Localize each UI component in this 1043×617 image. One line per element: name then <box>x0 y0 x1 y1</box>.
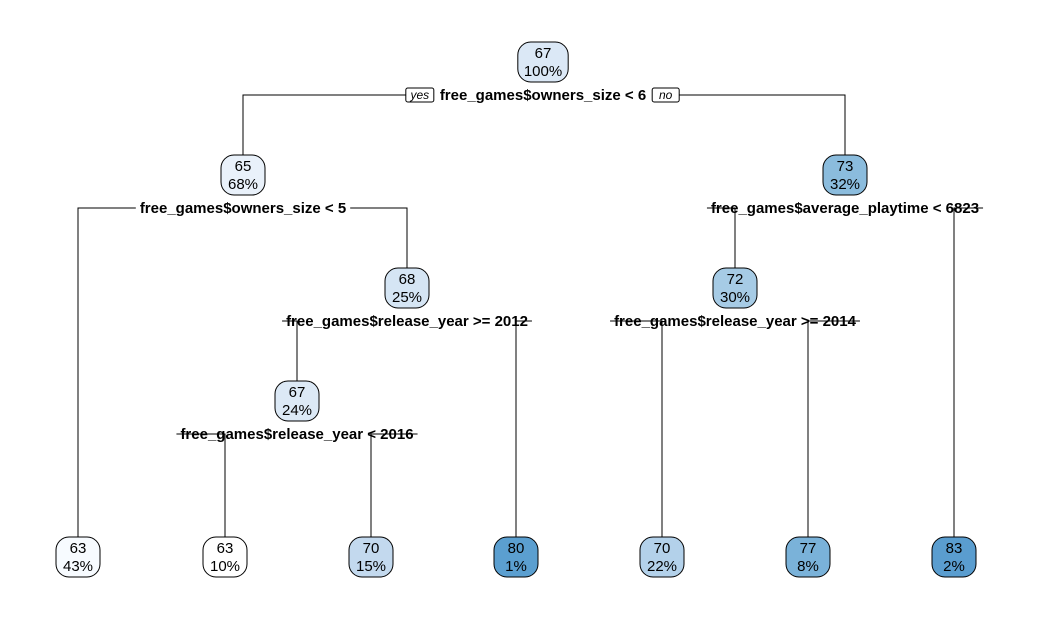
edge-n3-right <box>953 207 984 537</box>
node-box <box>220 154 266 196</box>
node-percent: 2% <box>943 558 965 575</box>
edge-n10-right <box>370 433 418 537</box>
node-box <box>712 267 758 309</box>
node-percent: 68% <box>228 176 258 193</box>
split-labels: yes no free_games$owners_size < 6 free_game… <box>140 87 979 443</box>
edge-n5-left <box>282 320 298 381</box>
edge-n5-right <box>515 320 532 537</box>
node-box <box>202 536 248 578</box>
node-box <box>384 267 430 309</box>
node-box <box>348 536 394 578</box>
tree-nodes: 67100%6568%7332%6825%7230%6724%6343%6310… <box>55 41 977 578</box>
node-value: 72 <box>727 271 744 288</box>
tree-node-leaf7: 832% <box>931 536 977 578</box>
no-tag-label: no <box>659 88 673 102</box>
node-value: 68 <box>399 271 416 288</box>
node-value: 67 <box>289 384 306 401</box>
edge-root-right <box>679 94 846 155</box>
split-label-n5: free_games$release_year >= 2012 <box>286 313 528 330</box>
no-tag-box <box>651 87 680 103</box>
yes-tag-label: yes <box>409 88 429 102</box>
tree-node-leaf6: 778% <box>785 536 831 578</box>
yes-tag-box <box>405 87 435 103</box>
node-value: 63 <box>70 540 87 557</box>
node-percent: 24% <box>282 402 312 419</box>
node-box <box>55 536 101 578</box>
node-percent: 30% <box>720 289 750 306</box>
node-box <box>517 41 569 83</box>
split-label-root: free_games$owners_size < 6 <box>440 87 646 104</box>
node-percent: 43% <box>63 558 93 575</box>
edge-n2-right <box>350 207 408 268</box>
node-value: 83 <box>946 540 963 557</box>
edge-root-left <box>242 94 406 155</box>
node-value: 77 <box>800 540 817 557</box>
node-value: 63 <box>217 540 234 557</box>
node-value: 70 <box>654 540 671 557</box>
node-percent: 1% <box>505 558 527 575</box>
node-percent: 15% <box>356 558 386 575</box>
node-box <box>493 536 539 578</box>
edge-n6-left <box>610 320 663 537</box>
edge-n10-left <box>176 433 226 537</box>
edge-n3-left <box>706 207 736 268</box>
edge-n2-left <box>77 207 136 537</box>
node-percent: 25% <box>392 289 422 306</box>
split-label-n3: free_games$average_playtime < 6823 <box>711 200 979 217</box>
node-percent: 8% <box>797 558 819 575</box>
split-label-n6: free_games$release_year >= 2014 <box>614 313 857 330</box>
node-box <box>785 536 831 578</box>
node-percent: 32% <box>830 176 860 193</box>
no-tag: no <box>651 87 680 103</box>
node-percent: 22% <box>647 558 677 575</box>
yes-tag: yes <box>405 87 435 103</box>
node-value: 65 <box>235 158 252 175</box>
split-label-n10: free_games$release_year < 2016 <box>180 426 413 443</box>
edge-n6-right <box>807 320 860 537</box>
node-value: 73 <box>837 158 854 175</box>
node-box <box>274 380 320 422</box>
node-box <box>822 154 868 196</box>
tree-edges <box>77 94 984 537</box>
tree-node-leaf4: 801% <box>493 536 539 578</box>
split-label-n2: free_games$owners_size < 5 <box>140 200 346 217</box>
node-value: 80 <box>508 540 525 557</box>
node-value: 67 <box>535 45 552 62</box>
node-box <box>639 536 685 578</box>
node-percent: 100% <box>524 63 562 80</box>
node-box <box>931 536 977 578</box>
node-percent: 10% <box>210 558 240 575</box>
node-value: 70 <box>363 540 380 557</box>
